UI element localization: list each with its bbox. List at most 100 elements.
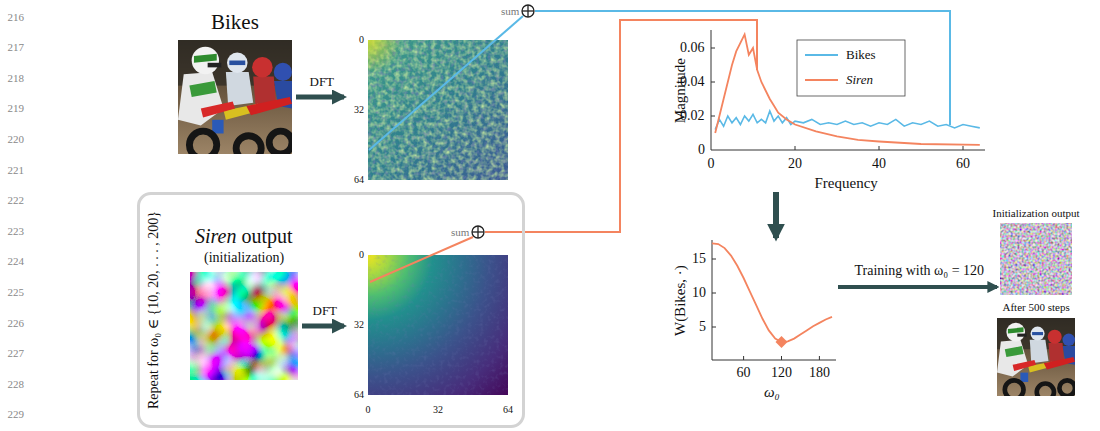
heatmap-panel: 0326403264 xyxy=(348,249,510,417)
node-text: Initialization output xyxy=(993,207,1080,220)
siren-output-image xyxy=(190,272,298,380)
node-text: 0 xyxy=(359,34,364,46)
image-panel: Siren output(initialization) xyxy=(190,272,298,380)
node-text: Siren output xyxy=(195,225,293,248)
node-text: 15 xyxy=(692,251,706,267)
spectrum-heatmap xyxy=(368,255,508,395)
line-number: 224 xyxy=(8,255,25,268)
node-text: 60 xyxy=(737,365,751,381)
connector xyxy=(302,324,344,329)
edge-label: DFT xyxy=(311,304,340,319)
node-text: 0.02 xyxy=(680,108,705,124)
connector xyxy=(838,285,997,289)
line-number: 222 xyxy=(8,194,25,207)
node-text: 120 xyxy=(771,365,792,381)
heatmap-panel: 03264 xyxy=(348,34,510,182)
sum-diagonal xyxy=(370,237,473,282)
bikes-photo xyxy=(178,40,292,161)
node-text: 10 xyxy=(692,285,706,301)
spectrum-heatmap xyxy=(368,40,508,180)
line-number: 226 xyxy=(8,317,25,330)
initialization-output-image xyxy=(1000,223,1072,295)
chart-panel: W(Bikes, ·) ω₀ 5 10 15 60 120 180 xyxy=(660,238,835,402)
line-number: 221 xyxy=(8,164,25,177)
initialization-output-image xyxy=(1000,223,1072,295)
sum-symbol xyxy=(472,226,484,238)
node-text: 5 xyxy=(699,319,706,335)
sum-symbol xyxy=(472,226,484,238)
node-text: 60 xyxy=(956,156,970,172)
node-text: 0 xyxy=(359,249,364,261)
spectrum-plot xyxy=(711,28,985,150)
node-text: 64 xyxy=(503,404,513,416)
line-number: 223 xyxy=(8,225,25,238)
legend-text: Siren xyxy=(846,73,873,88)
sum-symbol xyxy=(522,5,534,17)
spectrum-heatmap xyxy=(368,40,508,180)
image-panel: Initialization output xyxy=(1000,223,1072,295)
chart-panel: MagnitudeFrequency00.020.040.060204060 xyxy=(655,28,987,192)
spectrum-heatmap xyxy=(368,40,402,74)
node-text: 32 xyxy=(433,404,443,416)
spectrum-plot xyxy=(711,30,985,150)
node-text: Frequency xyxy=(815,175,878,192)
legend-box xyxy=(805,79,838,81)
distance-plot xyxy=(712,259,819,360)
spectrum-heatmap xyxy=(368,255,508,395)
line-number: 229 xyxy=(8,408,25,421)
sum-diagonal xyxy=(369,16,523,150)
line-number: 217 xyxy=(8,41,25,54)
node-text: 64 xyxy=(354,389,364,401)
distance-plot xyxy=(776,336,788,348)
sum-diagonal xyxy=(370,237,473,282)
node-text: W(Bikes, ·) xyxy=(671,265,688,336)
node-text: 0 xyxy=(366,404,371,416)
spectrum-plot xyxy=(949,28,951,125)
node-text: ω₀ xyxy=(764,384,780,401)
legend-box xyxy=(797,40,905,96)
bikes-photo xyxy=(178,40,292,161)
node-text: After 500 steps xyxy=(1003,301,1070,314)
connector xyxy=(485,20,757,232)
line-number: 227 xyxy=(8,347,25,360)
trained-output-image xyxy=(997,318,1075,401)
sum-diagonal xyxy=(369,16,523,150)
node-text: 32 xyxy=(354,319,364,331)
spectrum-plot xyxy=(715,111,980,130)
node-text: 180 xyxy=(809,365,830,381)
distance-plot xyxy=(712,243,832,342)
line-number: 220 xyxy=(8,133,25,146)
distance-plot xyxy=(712,240,836,360)
spectrum-heatmap xyxy=(368,40,508,180)
node-text: 0 xyxy=(698,142,705,158)
connector xyxy=(773,192,779,238)
image-panel: After 500 steps xyxy=(997,318,1075,396)
legend-text: Bikes xyxy=(846,48,876,63)
legend-box xyxy=(797,40,905,96)
image-panel: Bikes xyxy=(178,40,292,154)
distance-plot xyxy=(712,240,836,360)
node-text: 0.04 xyxy=(680,74,705,90)
spectrum-heatmap xyxy=(368,255,508,395)
sum-symbol xyxy=(522,5,534,17)
node-text: 64 xyxy=(354,174,364,186)
line-number: 225 xyxy=(8,286,25,299)
node-text: 32 xyxy=(354,104,364,116)
line-number: 228 xyxy=(8,378,25,391)
legend-box xyxy=(805,54,838,56)
connector xyxy=(296,95,344,100)
sum-symbol xyxy=(477,226,478,238)
node-text: 0.06 xyxy=(680,40,705,56)
spectrum-heatmap xyxy=(368,40,508,180)
edge-label: Training with ω₀ = 120 xyxy=(853,263,987,279)
node-text: 40 xyxy=(872,156,886,172)
node-text: 20 xyxy=(788,156,802,172)
spectrum-plot xyxy=(715,34,980,144)
sum-symbol xyxy=(527,5,528,17)
line-number: 216 xyxy=(8,11,25,24)
trained-output-image xyxy=(997,318,1075,401)
